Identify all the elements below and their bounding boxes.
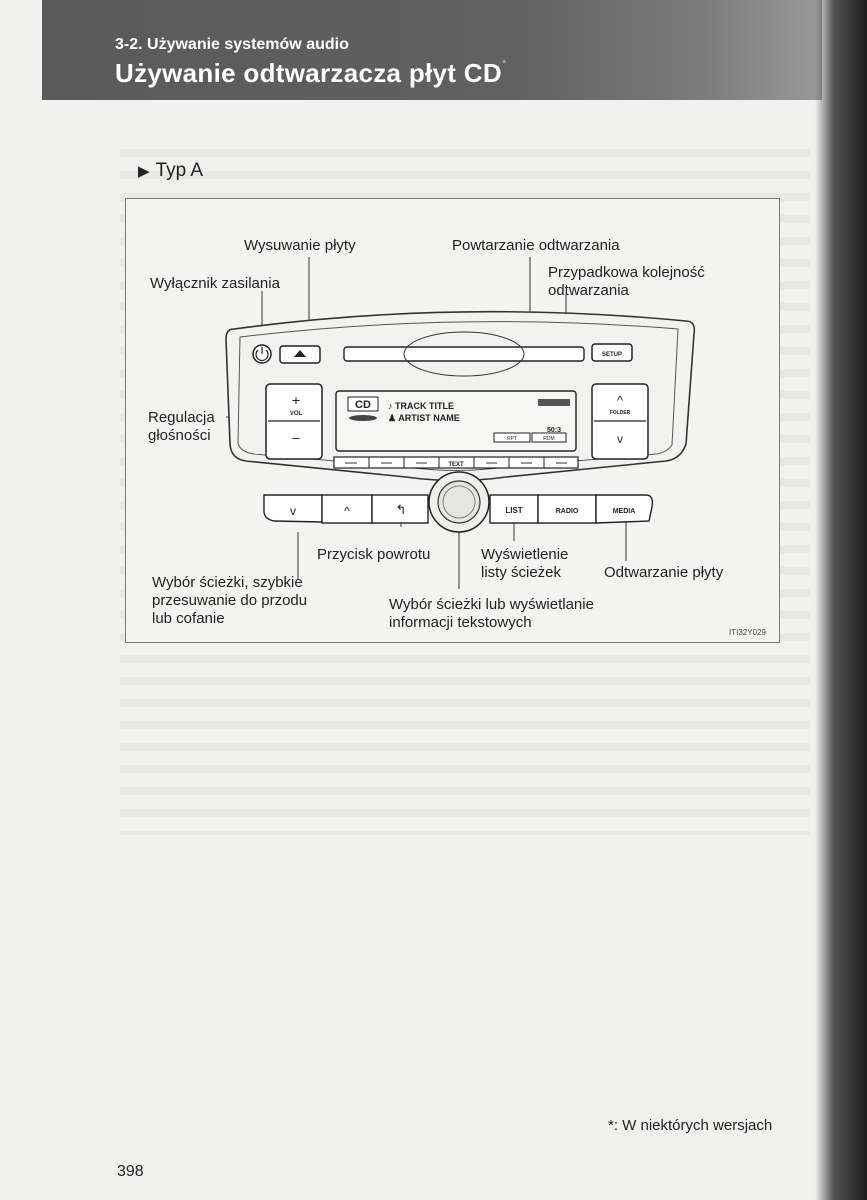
volume-minus-icon: − (292, 430, 300, 446)
media-button-label: MEDIA (613, 508, 636, 515)
label-back: Przycisk powrotu (317, 546, 431, 563)
page-title-text: Używanie odtwarzacza płyt CD (115, 58, 502, 88)
seek-up-icon: ^ (344, 504, 350, 518)
label-volume-line1: Regulacja (148, 409, 215, 426)
page-edge-shadow (815, 0, 867, 1200)
label-seek-line3: lub cofanie (152, 610, 225, 627)
title-footnote-mark: * (501, 58, 507, 70)
display-cd-label: CD (355, 399, 371, 411)
display-time: 50:3 (547, 427, 561, 434)
page-number: 398 (117, 1163, 144, 1180)
type-heading: ▶ Typ A (138, 160, 203, 182)
label-knob-line1: Wybór ścieżki lub wyświetlanie (389, 596, 594, 613)
setup-button-label: SETUP (602, 352, 622, 358)
rdm-indicator: RDM (543, 436, 554, 442)
label-knob-line2: informacji tekstowych (389, 614, 532, 631)
display-artist-name: ♟ ARTIST NAME (388, 413, 460, 423)
label-power: Wyłącznik zasilania (150, 275, 280, 292)
rpt-indicator: RPT (507, 436, 517, 442)
label-random-line2: odtwarzania (548, 282, 629, 299)
footnote: *: W niektórych wersjach (608, 1117, 773, 1134)
display-track-title: ♪ TRACK TITLE (388, 401, 454, 411)
label-seek-line1: Wybór ścieżki, szybkie (152, 574, 303, 591)
seek-down-icon: v (290, 504, 296, 518)
label-random-line1: Przypadkowa kolejność (548, 264, 705, 281)
triangle-marker-icon: ▶ (138, 163, 150, 180)
cd-player-figure: SETUP + VOL − CD ♪ TRACK TITLE ♟ ARTIST … (125, 198, 780, 643)
label-repeat: Powtarzanie odtwarzania (452, 237, 620, 254)
folder-label: FOLDER (610, 410, 631, 416)
back-arrow-icon: ↰ (396, 502, 407, 517)
label-list-line1: Wyświetlenie (481, 546, 569, 563)
radio-button-label: RADIO (556, 508, 579, 515)
page-title: Używanie odtwarzacza płyt CD* (115, 58, 507, 89)
text-button-label: TEXT (448, 462, 464, 468)
list-button-label: LIST (505, 506, 522, 515)
label-disc-play: Odtwarzanie płyty (604, 564, 724, 581)
folder-down-icon: v (617, 432, 623, 446)
label-seek-line2: przesuwanie do przodu (152, 592, 308, 609)
section-label: 3-2. Używanie systemów audio (115, 36, 349, 53)
label-eject: Wysuwanie płyty (244, 237, 356, 254)
page-header: 3-2. Używanie systemów audio Używanie od… (42, 0, 822, 100)
type-heading-label: Typ A (155, 160, 204, 181)
label-volume-line2: głośności (148, 427, 211, 444)
folder-up-icon: ^ (617, 393, 624, 408)
figure-id: ITI32Y029 (729, 628, 766, 637)
label-list-line2: listy ścieżek (481, 564, 562, 581)
cd-player-illustration: SETUP + VOL − CD ♪ TRACK TITLE ♟ ARTIST … (225, 257, 696, 589)
vol-label: VOL (290, 411, 303, 417)
volume-plus-icon: + (292, 392, 300, 408)
